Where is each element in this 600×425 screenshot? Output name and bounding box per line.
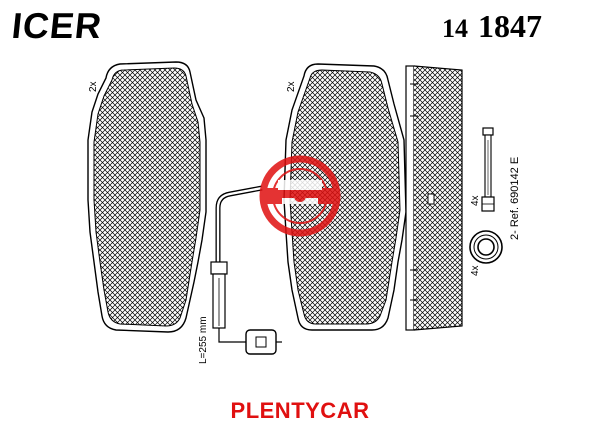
part-prefix: 14: [442, 14, 468, 43]
side-backplate: [405, 65, 415, 331]
wear-sensor: L=255 mm: [198, 185, 282, 364]
footer-brand-text: PLENTYCAR: [230, 398, 370, 423]
pad-side-profile: [405, 65, 463, 331]
left-pad-qty-label: 2x: [88, 81, 99, 92]
sensor-wire: [215, 185, 263, 262]
right-brake-pad: [283, 63, 407, 331]
bolt-qty-label: 4x: [470, 195, 481, 206]
sleeve-icon: 4x: [469, 230, 503, 276]
right-pad-friction: [289, 69, 401, 325]
sensor-length-label: L=255 mm: [198, 316, 209, 364]
right-pad-qty-label: 2x: [286, 81, 297, 92]
reference-label: 2- Ref. 690142 E: [509, 157, 521, 240]
watermark-seal-icon: [259, 155, 341, 237]
bolt-icon: 4x: [470, 127, 495, 212]
left-brake-pad: [87, 61, 207, 333]
sleeve-qty-label: 4x: [470, 265, 481, 276]
left-pad-friction: [93, 67, 201, 327]
part-number: 14 1847: [442, 10, 542, 49]
part-number-main: 1847: [478, 8, 542, 44]
sensor-clip: [210, 261, 228, 275]
side-friction: [413, 65, 463, 331]
